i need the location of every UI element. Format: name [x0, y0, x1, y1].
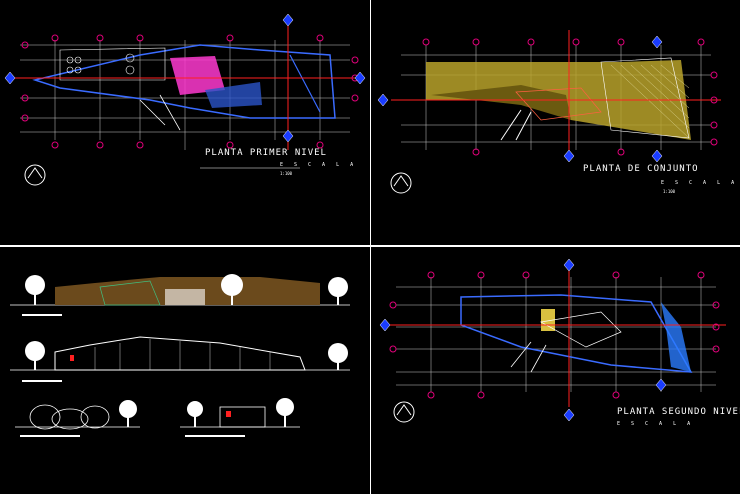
sheet-title: PLANTA SEGUNDO NIVEL [617, 407, 740, 417]
elevation-drawings [10, 274, 350, 437]
scale-label: E S C A L A [280, 162, 358, 168]
scale-label: E S C A L A [661, 180, 739, 186]
north-arrow-icon [24, 164, 46, 186]
vertical-divider [370, 0, 371, 494]
north-arrow-icon [390, 172, 412, 194]
grid-marker-icon [21, 34, 359, 149]
horizontal-divider [0, 245, 740, 247]
plan-drawing-segundo-nivel [379, 258, 726, 423]
north-marker-icon [4, 13, 366, 143]
sheet-title: PLANTA PRIMER NIVEL [205, 148, 327, 158]
scale-value: 1:100 [663, 189, 676, 194]
sheet-planta-de-conjunto[interactable]: PLANTA DE CONJUNTO E S C A L A 1:100 [371, 0, 740, 244]
sheet-planta-segundo-nivel[interactable]: PLANTA SEGUNDO NIVEL E S C A L A [371, 247, 740, 494]
north-arrow-icon [393, 401, 415, 423]
scale-label: E S C A L A [617, 421, 695, 427]
scale-value: 1:100 [280, 171, 293, 176]
sheet-elevations[interactable] [0, 247, 369, 494]
plan-drawing-conjunto [377, 30, 721, 194]
tree-icon [25, 274, 348, 305]
sheet-title: PLANTA DE CONJUNTO [583, 164, 699, 174]
sheet-planta-primer-nivel[interactable]: PLANTA PRIMER NIVEL E S C A L A 1:100 [0, 0, 369, 244]
plan-drawing-primer-nivel [4, 13, 366, 186]
